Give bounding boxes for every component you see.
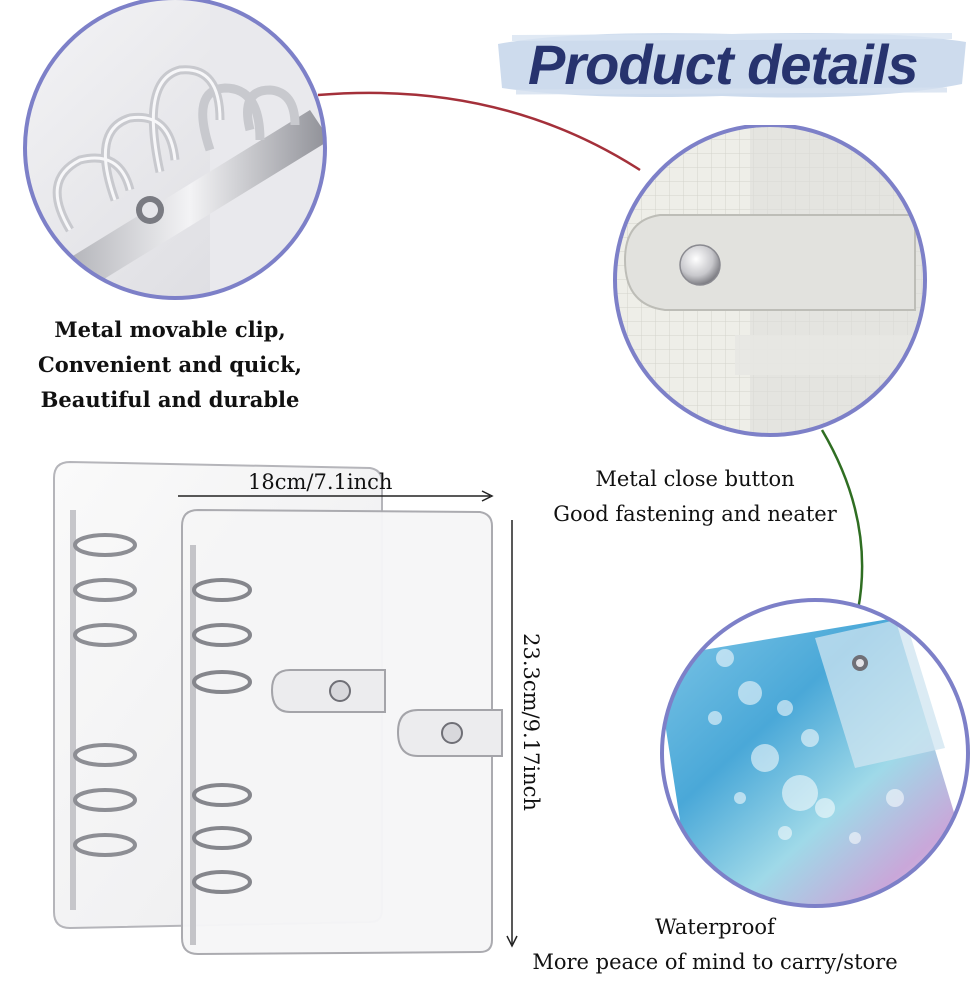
caption-line: Convenient and quick,: [38, 352, 302, 377]
caption-line: Good fastening and neater: [553, 502, 837, 526]
close-button-caption: Metal close button Good fastening and ne…: [535, 462, 855, 532]
caption-line: Metal movable clip,: [54, 317, 286, 342]
metal-clip-caption: Metal movable clip, Convenient and quick…: [20, 312, 320, 417]
waterproof-detail-icon: [660, 598, 970, 908]
metal-rings-detail-icon: [23, 0, 327, 300]
caption-line: Beautiful and durable: [40, 387, 300, 412]
snap-button-detail-icon: [613, 125, 927, 437]
binder-illustration: [53, 460, 518, 956]
width-dimension-label: 18cm/7.1inch: [248, 470, 393, 494]
title-brush-stroke: [498, 33, 966, 98]
waterproof-caption: Waterproof More peace of mind to carry/s…: [505, 910, 925, 980]
height-dimension-label: 23.3cm/9.17inch: [519, 633, 543, 811]
caption-line: Metal close button: [595, 467, 795, 491]
page-title: Product details: [528, 33, 919, 96]
caption-line: More peace of mind to carry/store: [532, 950, 898, 974]
caption-line: Waterproof: [655, 915, 775, 939]
